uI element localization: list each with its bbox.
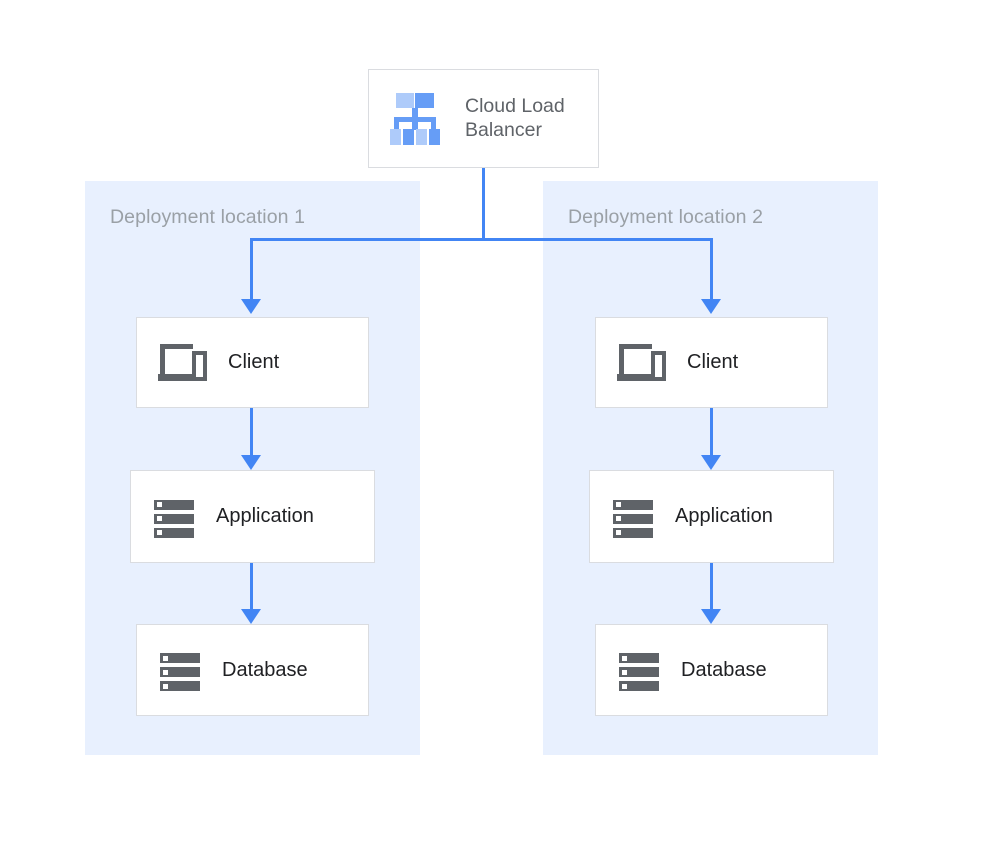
- connector-client-1-to-application-1: [250, 408, 253, 463]
- connector-loadbalancer-to-client-2: [710, 238, 713, 303]
- connector-loadbalancer-trunk: [482, 168, 485, 241]
- connector-loadbalancer-split-bar: [250, 238, 713, 241]
- node-application-2[interactable]: Application: [589, 470, 834, 563]
- connector-loadbalancer-to-client-1: [250, 238, 253, 303]
- arrowhead-client-2-to-application-2: [701, 455, 721, 470]
- client-devices-icon: [617, 342, 667, 384]
- node-cloud-load-balancer-label: Cloud Load Balancer: [465, 94, 565, 141]
- cloud-load-balancer-icon: [387, 92, 443, 145]
- node-cloud-load-balancer[interactable]: Cloud Load Balancer: [368, 69, 599, 168]
- arrowhead-loadbalancer-to-client-2: [701, 299, 721, 314]
- node-application-1-label: Application: [216, 505, 314, 528]
- node-database-2[interactable]: Database: [595, 624, 828, 716]
- arrowhead-loadbalancer-to-client-1: [241, 299, 261, 314]
- arrowhead-client-1-to-application-1: [241, 455, 261, 470]
- deployment-zone-2-label: Deployment location 2: [568, 206, 764, 228]
- node-database-2-label: Database: [681, 658, 767, 681]
- connector-client-2-to-application-2: [710, 408, 713, 463]
- node-client-2-label: Client: [687, 351, 739, 374]
- server-stack-icon: [611, 495, 655, 539]
- node-client-2[interactable]: Client: [595, 317, 828, 408]
- client-devices-icon: [158, 342, 208, 384]
- node-client-1[interactable]: Client: [136, 317, 369, 408]
- node-client-1-label: Client: [228, 351, 280, 374]
- server-stack-icon: [617, 648, 661, 692]
- arrowhead-application-1-to-database-1: [241, 609, 261, 624]
- node-database-1-label: Database: [222, 658, 308, 681]
- arrowhead-application-2-to-database-2: [701, 609, 721, 624]
- node-database-1[interactable]: Database: [136, 624, 369, 716]
- node-application-2-label: Application: [675, 505, 773, 528]
- node-application-1[interactable]: Application: [130, 470, 375, 563]
- server-stack-icon: [152, 495, 196, 539]
- connector-application-2-to-database-2: [710, 563, 713, 618]
- server-stack-icon: [158, 648, 202, 692]
- deployment-zone-1-label: Deployment location 1: [110, 206, 306, 228]
- connector-application-1-to-database-1: [250, 563, 253, 618]
